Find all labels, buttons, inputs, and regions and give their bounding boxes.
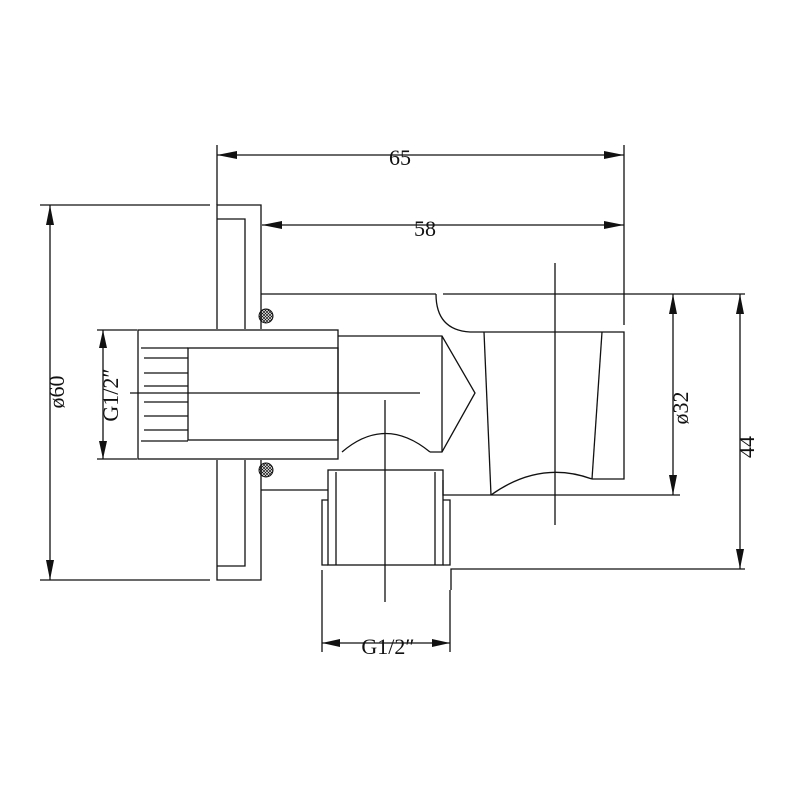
- dimension-label: G1/2″: [361, 634, 414, 659]
- valve-body: [261, 293, 745, 491]
- inlet-nut: [130, 329, 420, 460]
- shower-holder-cup: [442, 263, 680, 525]
- dimension-outlet-thread: G1/2″: [321, 570, 451, 659]
- dimension-58: 58: [262, 216, 624, 241]
- wall-flange: [216, 204, 262, 581]
- dimension-label: 58: [414, 216, 436, 241]
- dimension-label: ø32: [668, 392, 693, 425]
- dimension-label: 44: [734, 436, 759, 458]
- dimension-height: 44: [734, 294, 759, 569]
- dimension-label: 65: [389, 145, 411, 170]
- dimension-cup-diameter: ø32: [668, 294, 693, 495]
- outlet-fitting: [321, 400, 745, 602]
- dimension-65: 65: [216, 145, 625, 325]
- o-ring-bottom: [258, 462, 274, 478]
- dimension-label: ø60: [44, 376, 69, 409]
- dimension-label: G1/2″: [98, 368, 123, 421]
- dimension-flange-diameter: ø60: [40, 204, 210, 581]
- dimension-inlet-thread: G1/2″: [97, 329, 137, 460]
- o-ring-top: [258, 308, 274, 324]
